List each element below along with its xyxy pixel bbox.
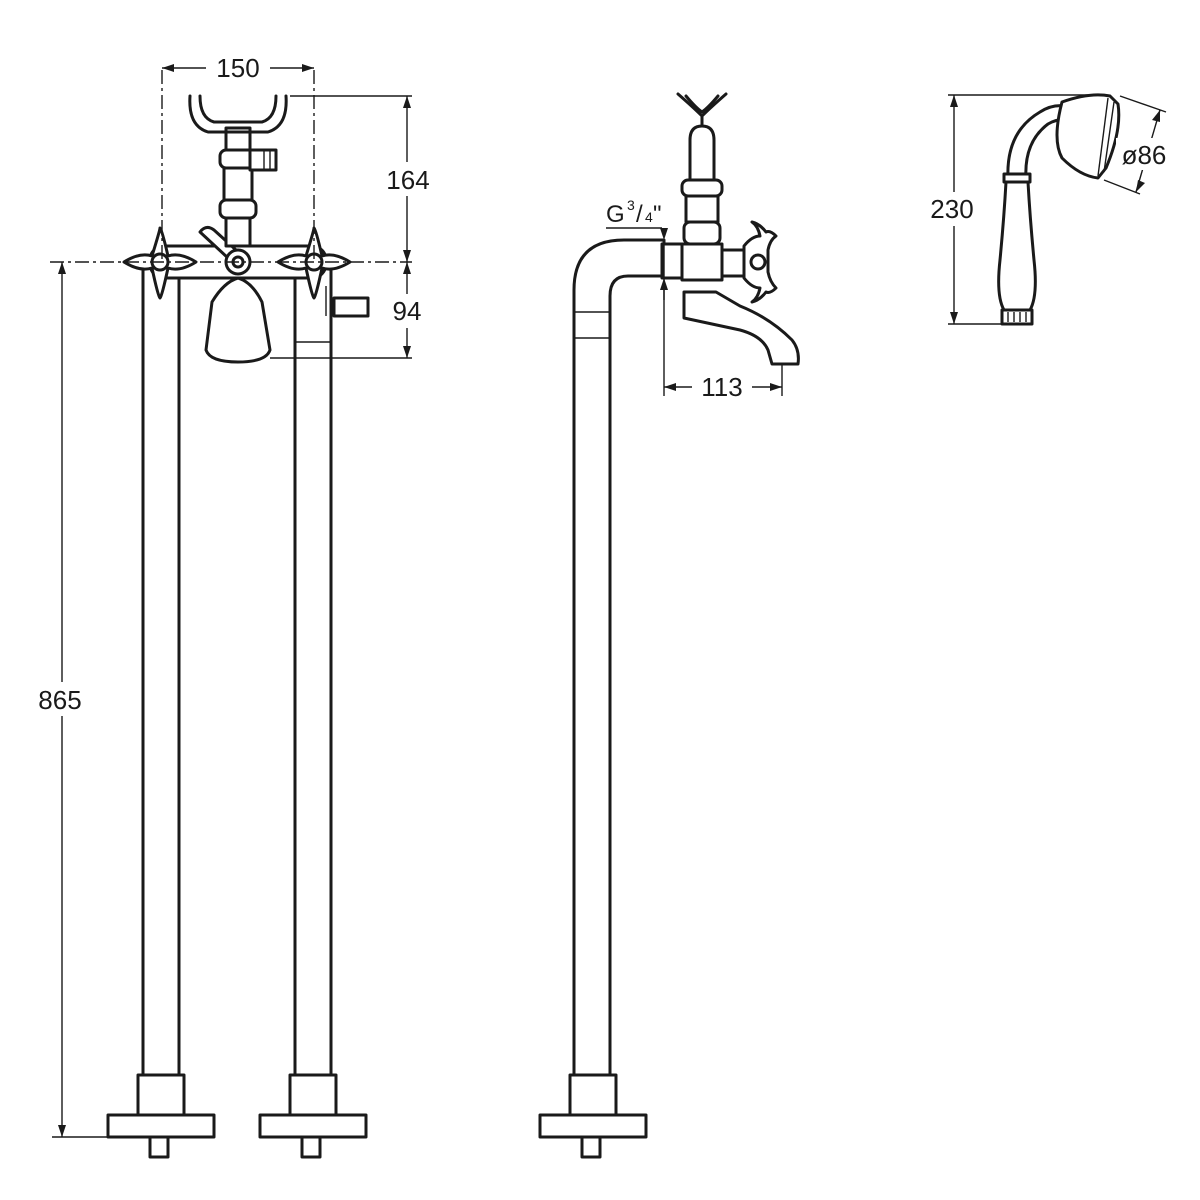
side-tower [680,124,724,246]
dim-label-164: 164 [386,165,429,195]
side-supply-pipe [572,238,666,1077]
dim-label-thread-num: 3 [627,197,635,213]
left-cross-handle [122,226,198,300]
dim-230: 230 [924,95,984,324]
dim-label-thread-den: 4 [645,209,653,225]
dim-label-thread-slash: / [636,201,643,228]
handshower-view [948,93,1167,326]
central-tower [218,126,278,248]
side-spout [682,290,800,366]
dim-thread: G 3 / 4 " [606,197,668,300]
dim-label-94: 94 [393,296,422,326]
side-floor-flange [538,1073,648,1159]
right-column [293,260,333,1077]
dim-94: 94 [386,262,430,358]
spout-body [204,276,272,364]
side-cradle [676,92,728,128]
left-column [141,260,181,1077]
shower-cradle [188,94,288,134]
side-body [680,242,724,282]
dim-label-230: 230 [930,194,973,224]
union-nut [660,242,684,280]
dim-865: 865 [32,262,92,1137]
dim-label-diameter: ø86 [1122,140,1167,170]
dim-150: 150 [162,52,314,83]
dim-113: 113 [664,372,782,402]
dim-label-thread-prefix: G [606,201,625,228]
side-cross-handle [720,220,778,304]
dim-label-865: 865 [38,685,81,715]
dim-diameter: ø86 [1116,109,1172,193]
dim-label-113: 113 [701,372,742,402]
right-floor-flange [258,1073,368,1159]
dim-164: 164 [382,96,434,262]
dim-label-thread-suffix: " [653,201,662,228]
front-view [50,70,412,1159]
shower-handle [997,180,1037,312]
dim-label-150: 150 [216,53,259,83]
side-view [538,92,800,1159]
front-outlet [325,286,370,318]
shower-head [1055,93,1121,180]
left-floor-flange [106,1073,216,1159]
